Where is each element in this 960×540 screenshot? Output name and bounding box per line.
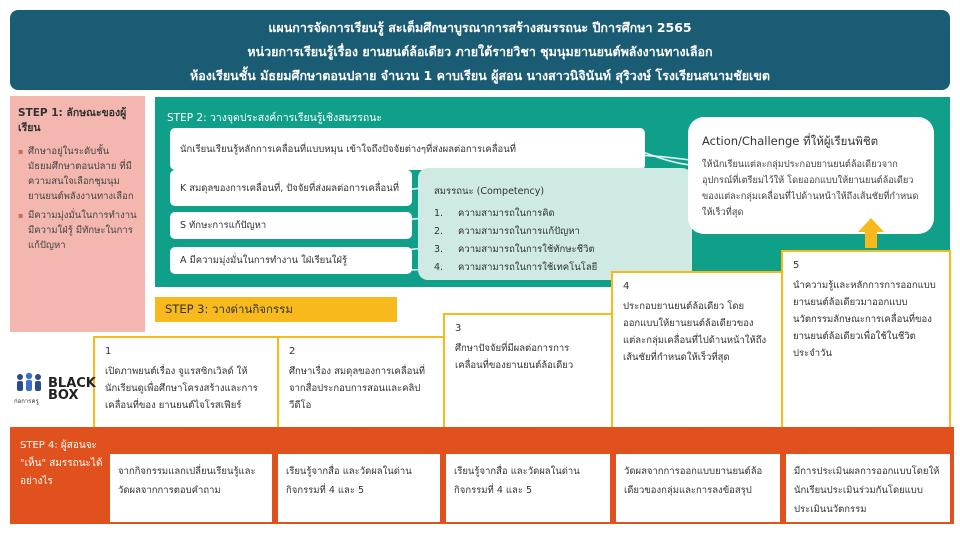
competency-text: ความสามารถในการคิด	[458, 208, 555, 219]
step1-list: ศึกษาอยู่ในระดับชั้นมัธยมศึกษาตอนปลาย ที…	[18, 144, 137, 253]
blackbox-logo: BLACK BOX	[48, 376, 96, 403]
outcome-box-4: วัดผลจากการออกแบบยานยนต์ล้อเดียวของกลุ่ม…	[616, 454, 780, 522]
activity-num: 2	[289, 346, 296, 357]
step4-title: STEP 4: ผู้สอนจะ "เห็น" สมรรถนะได้อย่างไ…	[10, 427, 106, 524]
outcome-box-3: เรียนรู้จากสื่อ และวัดผลในด่านกิจกรรมที่…	[446, 454, 610, 522]
activity-box-2: 2 ศึกษาเรื่อง สมดุลของการเคลื่อนที่ จากส…	[277, 336, 445, 430]
up-arrow-icon	[344, 428, 372, 454]
up-arrow-icon	[851, 428, 879, 454]
step1-panel: STEP 1: ลักษณะของผู้เรียน ศึกษาอยู่ในระด…	[10, 96, 145, 332]
competency-item: 2. ความสามารถในการแก้ปัญหา	[434, 223, 692, 241]
step1-item: ศึกษาอยู่ในระดับชั้นมัธยมศึกษาตอนปลาย ที…	[18, 144, 137, 204]
outcome-box-5: มีการประเมินผลการออกแบบโดยให้นักเรียนประ…	[786, 454, 950, 522]
up-arrow-icon	[682, 428, 710, 454]
person-group-icon	[17, 372, 41, 391]
action-desc: ให้นักเรียนแต่ละกลุ่มประกอบยานยนต์ล้อเดี…	[702, 159, 919, 218]
activity-text: ศึกษาเรื่อง สมดุลของการเคลื่อนที่ จากสื่…	[289, 366, 426, 411]
step3-title: STEP 3: วางด่านกิจกรรม	[155, 297, 397, 322]
activity-box-4: 4 ประกอบยานยนต์ล้อเดียว โดยออกแบบให้ยานย…	[611, 271, 783, 430]
activity-num: 5	[793, 260, 800, 271]
activity-num: 1	[105, 346, 112, 357]
competency-text: ความสามารถในการแก้ปัญหา	[458, 226, 580, 237]
up-arrow-icon	[514, 428, 542, 454]
action-title: Action/Challenge ที่ให้ผู้เรียนพิชิต	[702, 134, 879, 148]
competency-item: 4. ความสามารถในการใช้เทคโนโลยี	[434, 259, 692, 277]
competency-num: 2.	[434, 226, 444, 237]
step2-title: STEP 2: วางจุดประสงค์การเรียนรู้เชิงสมรร…	[167, 112, 383, 124]
step1-title: STEP 1: ลักษณะของผู้เรียน	[18, 107, 127, 134]
up-arrow-icon	[858, 218, 884, 248]
objective-a: A มีความมุ่งมั่นในการทำงาน ใฝ่เรียนใฝ่รู…	[170, 247, 412, 274]
competency-num: 4.	[434, 262, 444, 273]
activity-text: เปิดภาพยนต์เรื่อง จูแรสซิกเวิลด์ ให้นักเ…	[105, 366, 258, 411]
arrow-row	[176, 428, 879, 454]
activity-num: 4	[623, 281, 630, 292]
competency-num: 3.	[434, 244, 444, 255]
activity-box-5: 5 นำความรู้และหลักการการออกแบบยานยนต์ล้อ…	[781, 250, 951, 430]
activity-text: ประกอบยานยนต์ล้อเดียว โดยออกแบบให้ยานยนต…	[623, 301, 767, 363]
header-line-2: หน่วยการเรียนรู้เรื่อง ยานยนต์ล้อเดียว ภ…	[247, 44, 713, 59]
outcome-box-1: จากกิจกรรมแลกเปลี่ยนเรียนรู้และวัดผลจากก…	[110, 454, 272, 522]
competency-num: 1.	[434, 208, 444, 219]
action-challenge-box: Action/Challenge ที่ให้ผู้เรียนพิชิต ให้…	[688, 117, 934, 234]
objective-s: S ทักษะการแก้ปัญหา	[170, 212, 412, 239]
activity-box-1: 1 เปิดภาพยนต์เรื่อง จูแรสซิกเวิลด์ ให้นั…	[93, 336, 279, 430]
competency-text: ความสามารถในการใช้เทคโนโลยี	[458, 262, 598, 273]
header-line-3: ห้องเรียนชั้น มัธยมศึกษาตอนปลาย จำนวน 1 …	[190, 68, 770, 83]
activity-text: ศึกษาปัจจัยที่มีผลต่อการการเคลื่อนที่ของ…	[455, 343, 574, 371]
competency-item: 1. ความสามารถในการคิด	[434, 205, 692, 223]
up-arrow-icon	[176, 428, 204, 454]
competency-title: สมรรถนะ (Competency)	[434, 186, 545, 197]
competency-item: 3. ความสามารถในการใช้ทักษะชีวิต	[434, 241, 692, 259]
activity-box-3: 3 ศึกษาปัจจัยที่มีผลต่อการการเคลื่อนที่ข…	[443, 313, 613, 430]
header-line-1: แผนการจัดการเรียนรู้ สะเต็มศึกษาบูรณาการ…	[268, 20, 692, 35]
kokarnkru-caption: ก่อการครู	[14, 398, 39, 405]
step1-item: มีความมุ่งมั่นในการทำงาน มีความใฝ่รู้ มี…	[18, 208, 137, 253]
activity-num: 3	[455, 323, 462, 334]
objective-k: K สมดุลของการเคลื่อนที่, ปัจจัยที่ส่งผลต…	[170, 170, 412, 206]
main-objective: นักเรียนเรียนรู้หลักการเคลื่อนที่แบบหมุน…	[170, 128, 645, 170]
competency-box: สมรรถนะ (Competency) 1. ความสามารถในการคิ…	[418, 168, 692, 280]
activity-text: นำความรู้และหลักการการออกแบบยานยนต์ล้อเด…	[793, 280, 936, 359]
header-banner: แผนการจัดการเรียนรู้ สะเต็มศึกษาบูรณาการ…	[10, 10, 950, 90]
kokarnkru-logo: ก่อการครู	[14, 372, 44, 406]
outcome-box-2: เรียนรู้จากสื่อ และวัดผลในด่านกิจกรรมที่…	[278, 454, 440, 522]
competency-text: ความสามารถในการใช้ทักษะชีวิต	[458, 244, 595, 255]
